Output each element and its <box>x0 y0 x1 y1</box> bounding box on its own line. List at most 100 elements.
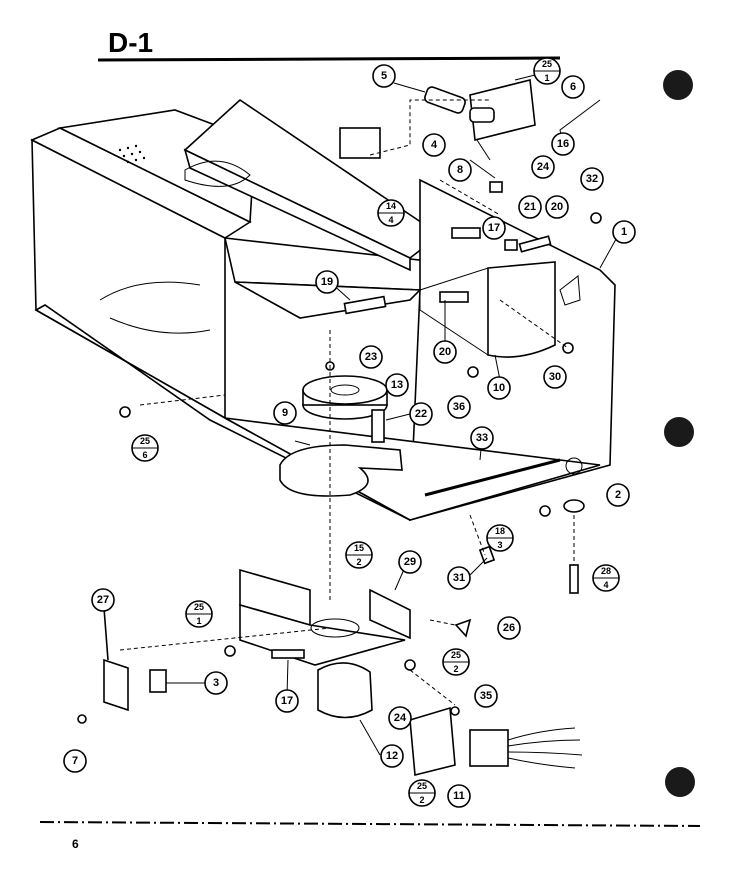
callout-19: 19 <box>315 270 339 294</box>
callout-24-top: 24 <box>531 155 555 179</box>
callout-17-top: 17 <box>482 216 506 240</box>
bracket-22 <box>371 409 385 443</box>
svg-text:18: 18 <box>495 526 505 536</box>
screw-18-3 <box>539 505 551 517</box>
fraction-callouts: 251 144 256 183 284 152 251 252 252 <box>131 57 620 807</box>
svg-text:3: 3 <box>213 677 219 689</box>
washer-35 <box>450 706 460 716</box>
cabinet-assembly <box>30 79 616 594</box>
svg-text:32: 32 <box>586 173 598 185</box>
callout-2: 2 <box>606 483 630 507</box>
foot-2 <box>563 499 585 513</box>
callout-23: 23 <box>359 345 383 369</box>
screw-30 <box>562 342 574 354</box>
callout-36: 36 <box>447 395 471 419</box>
svg-text:3: 3 <box>497 540 502 550</box>
bracket-hole <box>559 275 581 306</box>
callout-28-4: 284 <box>592 564 620 592</box>
switch-21 <box>504 239 518 251</box>
svg-text:17: 17 <box>281 695 293 707</box>
screw-25-2-mid <box>404 659 416 671</box>
callout-35: 35 <box>474 684 498 708</box>
svg-text:6: 6 <box>142 450 147 460</box>
callout-25-6: 256 <box>131 434 159 462</box>
svg-text:33: 33 <box>476 432 488 444</box>
callout-22: 22 <box>409 402 433 426</box>
svg-text:27: 27 <box>97 594 109 606</box>
punch-hole-top <box>663 70 693 100</box>
callout-3: 3 <box>204 671 228 695</box>
screw-25-1-left <box>224 645 236 657</box>
callout-21: 21 <box>518 195 542 219</box>
lamp-holder <box>469 107 495 123</box>
svg-text:1: 1 <box>621 226 627 238</box>
page-number: 6 <box>72 837 79 851</box>
svg-text:2: 2 <box>453 664 458 674</box>
svg-text:22: 22 <box>415 408 427 420</box>
svg-text:5: 5 <box>381 70 387 82</box>
leader-lines <box>119 74 621 756</box>
svg-text:4: 4 <box>603 580 608 590</box>
callout-25-2-mid: 252 <box>442 648 470 676</box>
callout-17-bottom: 17 <box>275 689 299 713</box>
svg-text:21: 21 <box>524 201 536 213</box>
connector-17-top <box>451 227 481 239</box>
clip-36 <box>467 366 479 378</box>
callout-25-2-bottom: 252 <box>408 779 436 807</box>
svg-text:23: 23 <box>365 351 377 363</box>
svg-text:2: 2 <box>419 795 424 805</box>
svg-text:20: 20 <box>551 201 563 213</box>
callout-14-4: 144 <box>377 199 405 227</box>
vent-holes <box>118 144 146 164</box>
bracket-27 <box>103 658 129 712</box>
waveguide-opening <box>184 160 251 187</box>
callout-30: 30 <box>543 365 567 389</box>
connector-20a <box>518 235 552 253</box>
callout-15-2: 152 <box>345 541 373 569</box>
callout-13: 13 <box>385 373 409 397</box>
svg-text:16: 16 <box>557 138 569 150</box>
thermal-board <box>469 79 536 141</box>
svg-text:36: 36 <box>453 401 465 413</box>
svg-text:25: 25 <box>542 59 552 69</box>
svg-text:25: 25 <box>451 650 461 660</box>
screw-32 <box>590 212 602 224</box>
callout-1: 1 <box>612 220 636 244</box>
callout-6: 6 <box>561 75 585 99</box>
fan-duct-9 <box>279 444 403 497</box>
svg-text:10: 10 <box>493 382 505 394</box>
svg-text:30: 30 <box>549 371 561 383</box>
svg-text:2: 2 <box>615 489 621 501</box>
screw-25-6 <box>119 406 131 418</box>
rail-33 <box>424 458 561 497</box>
svg-text:31: 31 <box>453 572 465 584</box>
callout-18-3: 183 <box>486 524 514 552</box>
callout-16: 16 <box>551 132 575 156</box>
footer-rule <box>39 821 701 827</box>
callout-11: 11 <box>447 784 471 808</box>
clip-26 <box>454 618 472 638</box>
connector-17-bottom <box>271 649 305 659</box>
board-34 <box>409 706 456 777</box>
callout-4: 4 <box>422 133 446 157</box>
punch-hole-middle <box>664 417 694 447</box>
callout-8: 8 <box>448 158 472 182</box>
callouts: 5 6 4 16 8 24 32 21 20 17 1 19 20 23 30 … <box>63 64 636 808</box>
svg-text:9: 9 <box>282 407 288 419</box>
svg-text:6: 6 <box>570 81 576 93</box>
callout-20-top: 20 <box>545 195 569 219</box>
svg-text:28: 28 <box>601 566 611 576</box>
svg-text:12: 12 <box>386 750 398 762</box>
callout-26: 26 <box>497 616 521 640</box>
callout-7: 7 <box>63 749 87 773</box>
svg-text:1: 1 <box>196 616 201 626</box>
callout-29: 29 <box>398 550 422 574</box>
motor-12 <box>317 662 373 719</box>
svg-text:1: 1 <box>544 73 549 83</box>
title-rule <box>97 56 561 62</box>
svg-text:20: 20 <box>439 346 451 358</box>
callout-27: 27 <box>91 588 115 612</box>
callout-34: 24 <box>388 706 412 730</box>
callout-33: 33 <box>470 426 494 450</box>
svg-text:24: 24 <box>537 161 550 173</box>
